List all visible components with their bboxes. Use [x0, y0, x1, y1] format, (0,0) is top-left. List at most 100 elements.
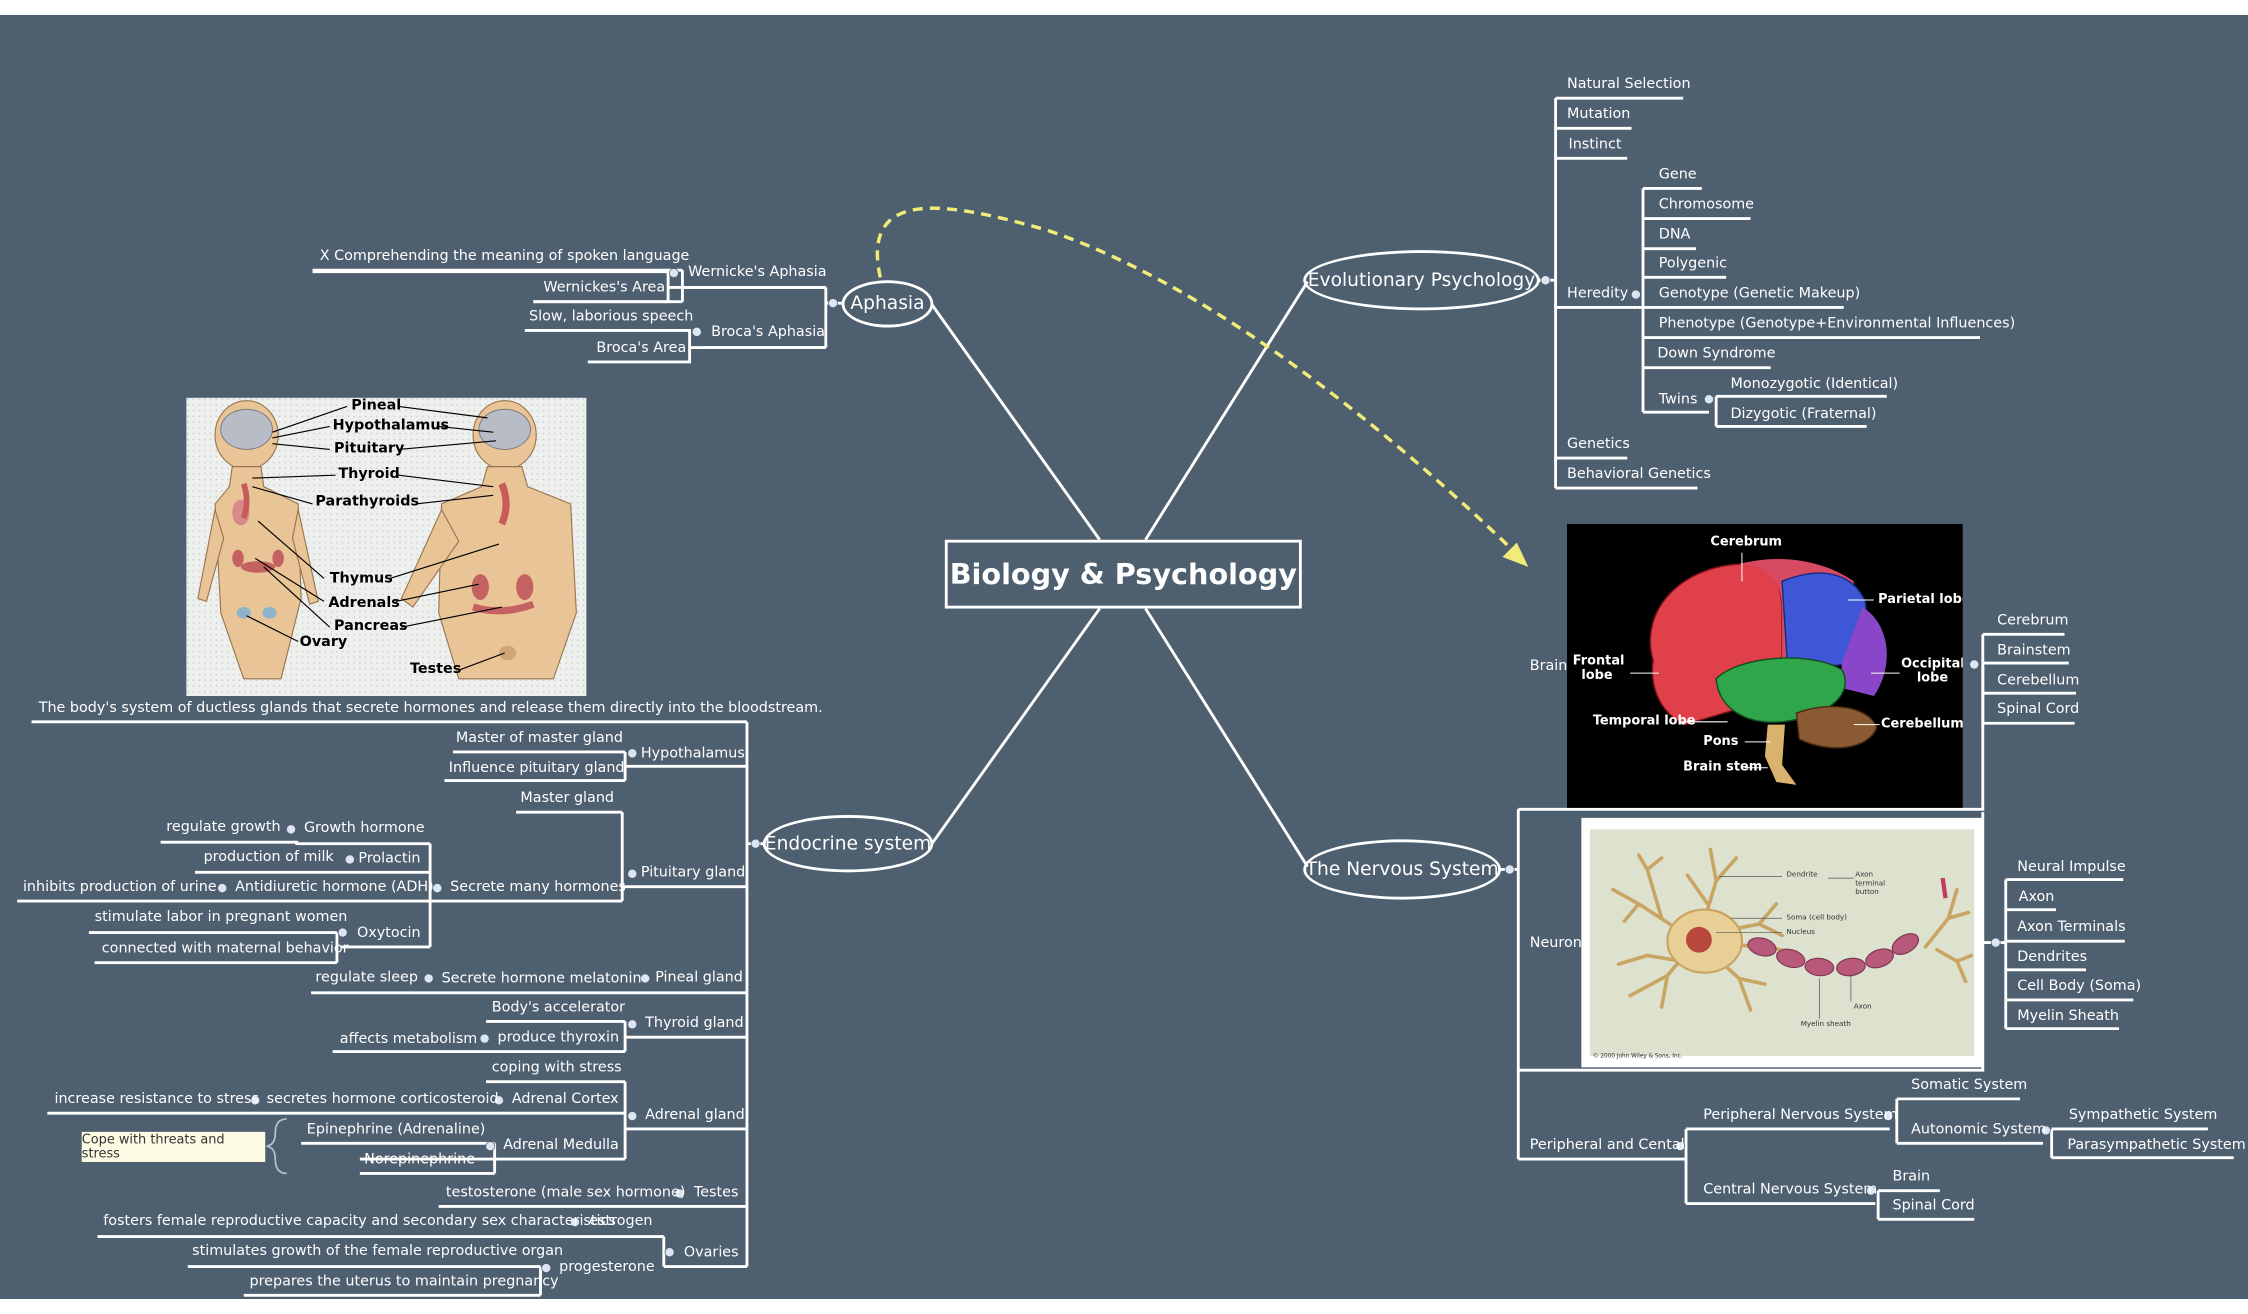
node-progesterone[interactable]: progesterone — [559, 1259, 655, 1276]
node-autonomic-system[interactable]: Autonomic System — [1911, 1121, 2047, 1138]
node-instinct[interactable]: Instinct — [1568, 136, 1622, 153]
node-spinal-cord[interactable]: Spinal Cord — [1997, 701, 2080, 718]
node-parasympathetic-system[interactable]: Parasympathetic System — [2067, 1137, 2246, 1154]
node-endocrine-definition[interactable]: The body's system of ductless glands tha… — [38, 700, 823, 717]
topic-aphasia[interactable]: Aphasia — [841, 280, 934, 328]
node-increase-resistance[interactable]: increase resistance to stress — [54, 1091, 259, 1108]
node-stimulate-labor[interactable]: stimulate labor in pregnant women — [94, 909, 348, 926]
node-testes[interactable]: Testes — [693, 1184, 739, 1201]
node-axon[interactable]: Axon — [2018, 889, 2055, 906]
node-adrenal-medulla[interactable]: Adrenal Medulla — [503, 1137, 619, 1154]
node-corticosteroid[interactable]: secretes hormone corticosteroid — [266, 1091, 499, 1108]
node-prolactin[interactable]: Prolactin — [358, 850, 421, 867]
brain-label-brain-stem: Brain stem — [1683, 760, 1763, 775]
node-norepinephrine[interactable]: Norepinephrine — [364, 1151, 476, 1168]
central-topic[interactable]: Biology & Psychology — [944, 539, 1302, 609]
node-peripheral-and-cental[interactable]: Peripheral and Cental — [1529, 1137, 1685, 1154]
topic-endocrine-system[interactable]: Endocrine system — [762, 815, 934, 873]
node-thyroid-gland[interactable]: Thyroid gland — [645, 1015, 744, 1032]
relationship-arrow — [875, 206, 1521, 559]
node-cerebrum[interactable]: Cerebrum — [1997, 612, 2069, 629]
neuron-copyright: © 2000 John Wiley & Sons, Inc. — [1592, 1051, 1683, 1059]
node-brocas-aphasia[interactable]: Broca's Aphasia — [711, 324, 825, 341]
node-mutation[interactable]: Mutation — [1567, 106, 1631, 123]
node-maternal-behavior[interactable]: connected with maternal behavior — [101, 941, 349, 957]
node-twins[interactable]: Twins — [1658, 392, 1698, 408]
node-inhibits-urine[interactable]: inhibits production of urine — [22, 879, 217, 896]
node-coping-stress[interactable]: coping with stress — [491, 1060, 622, 1076]
fig-label-hypothalamus: Hypothalamus — [332, 417, 450, 434]
node-pineal-gland[interactable]: Pineal gland — [655, 969, 743, 986]
node-fosters-female[interactable]: fosters female reproductive capacity and… — [103, 1213, 616, 1230]
node-produce-thyroxin[interactable]: produce thyroxin — [497, 1030, 620, 1046]
node-growth-hormone[interactable]: Growth hormone — [303, 820, 425, 837]
node-master-gland[interactable]: Master gland — [520, 790, 615, 807]
node-hypothalamus[interactable]: Hypothalamus — [640, 746, 745, 762]
node-peripheral-nervous-system[interactable]: Peripheral Nervous System — [1703, 1107, 1898, 1124]
node-regulate-growth[interactable]: regulate growth — [166, 819, 281, 836]
node-dna[interactable]: DNA — [1658, 227, 1691, 243]
node-production-milk[interactable]: production of milk — [203, 849, 334, 866]
node-dizygotic[interactable]: Dizygotic (Fraternal) — [1730, 406, 1877, 423]
node-brocas-area[interactable]: Broca's Area — [596, 340, 687, 357]
node-broca-slow-speech[interactable]: Slow, laborious speech — [529, 308, 694, 325]
node-heredity[interactable]: Heredity — [1567, 285, 1629, 302]
node-adrenal-gland[interactable]: Adrenal gland — [645, 1107, 745, 1124]
neuron-label-axon-terminal-2: terminal — [1855, 879, 1886, 889]
brain-label-occipital-2: lobe — [1916, 671, 1949, 686]
node-prepares-uterus[interactable]: prepares the uterus to maintain pregnanc… — [249, 1273, 559, 1290]
node-natural-selection[interactable]: Natural Selection — [1567, 76, 1691, 93]
node-master-of-master[interactable]: Master of master gland — [455, 730, 623, 747]
node-wernickes-area[interactable]: Wernickes's Area — [543, 280, 666, 297]
node-epinephrine[interactable]: Epinephrine (Adrenaline) — [306, 1121, 486, 1138]
callout-note[interactable]: Cope with threats and stress — [81, 1131, 266, 1162]
node-somatic-system[interactable]: Somatic System — [1911, 1077, 2028, 1094]
node-central-nervous-system[interactable]: Central Nervous System — [1703, 1182, 1878, 1198]
node-cerebellum[interactable]: Cerebellum — [1997, 673, 2080, 689]
node-brain[interactable]: Brain — [1529, 658, 1568, 675]
brain-label-temporal: Temporal lobe — [1592, 714, 1696, 729]
brain-image: Cerebrum Parietal lobe Frontal lobe Occi… — [1567, 523, 1963, 808]
neuron-label-dendrite: Dendrite — [1786, 870, 1818, 880]
node-axon-terminals[interactable]: Axon Terminals — [2017, 919, 2126, 936]
fig-label-thymus: Thymus — [329, 571, 393, 588]
node-stimulates-growth[interactable]: stimulates growth of the female reproduc… — [192, 1243, 564, 1260]
node-oxytocin[interactable]: Oxytocin — [356, 925, 421, 942]
node-polygenic[interactable]: Polygenic — [1658, 255, 1728, 272]
node-chromosome[interactable]: Chromosome — [1658, 197, 1755, 213]
node-secrete-many[interactable]: Secrete many hormones — [450, 879, 626, 896]
node-body-accelerator[interactable]: Body's accelerator — [491, 999, 626, 1016]
node-genetics[interactable]: Genetics — [1567, 436, 1630, 453]
endocrine-glands-image: Pineal Hypothalamus Pituitary Thyroid Pa… — [186, 397, 587, 697]
node-gene[interactable]: Gene — [1658, 166, 1697, 183]
node-regulate-sleep[interactable]: regulate sleep — [315, 969, 418, 986]
node-ovaries[interactable]: Ovaries — [683, 1245, 739, 1261]
node-cell-body[interactable]: Cell Body (Soma) — [2017, 978, 2142, 995]
node-wernickes-aphasia[interactable]: Wernicke's Aphasia — [688, 264, 827, 281]
node-cns-brain[interactable]: Brain — [1892, 1169, 1931, 1185]
node-affects-metabolism[interactable]: affects metabolism — [339, 1031, 478, 1048]
node-myelin-sheath[interactable]: Myelin Sheath — [2017, 1008, 2120, 1025]
node-wernicke-meaning[interactable]: X Comprehending the meaning of spoken la… — [319, 248, 690, 265]
node-testosterone[interactable]: testosterone (male sex hormone) — [445, 1184, 686, 1201]
node-neural-impulse[interactable]: Neural Impulse — [2017, 859, 2126, 876]
node-estrogen[interactable]: estrogen — [589, 1213, 653, 1230]
node-sympathetic-system[interactable]: Sympathetic System — [2068, 1107, 2218, 1124]
topic-nervous-system[interactable]: The Nervous System — [1303, 839, 1502, 900]
node-brainstem[interactable]: Brainstem — [1997, 642, 2071, 659]
node-neuron[interactable]: Neuron — [1529, 935, 1582, 952]
fig-label-pituitary: Pituitary — [334, 440, 405, 457]
node-dendrites[interactable]: Dendrites — [2017, 949, 2088, 966]
node-melatonin[interactable]: Secrete hormone melatonin — [441, 971, 642, 988]
node-genotype[interactable]: Genotype (Genetic Makeup) — [1658, 285, 1861, 302]
node-monozygotic[interactable]: Monozygotic (Identical) — [1730, 376, 1899, 393]
node-adh[interactable]: Antidiuretic hormone (ADH) — [235, 879, 434, 896]
node-down-syndrome[interactable]: Down Syndrome — [1657, 346, 1776, 362]
node-cns-spinal-cord[interactable]: Spinal Cord — [1892, 1197, 1975, 1214]
node-influence-pituitary[interactable]: Influence pituitary gland — [448, 760, 625, 777]
node-behavioral-genetics[interactable]: Behavioral Genetics — [1567, 466, 1711, 483]
node-pituitary-gland[interactable]: Pituitary gland — [640, 865, 746, 881]
node-adrenal-cortex[interactable]: Adrenal Cortex — [511, 1091, 619, 1108]
topic-evolutionary-psychology[interactable]: Evolutionary Psychology — [1303, 250, 1540, 311]
node-phenotype[interactable]: Phenotype (Genotype+Environmental Influe… — [1658, 316, 2016, 332]
